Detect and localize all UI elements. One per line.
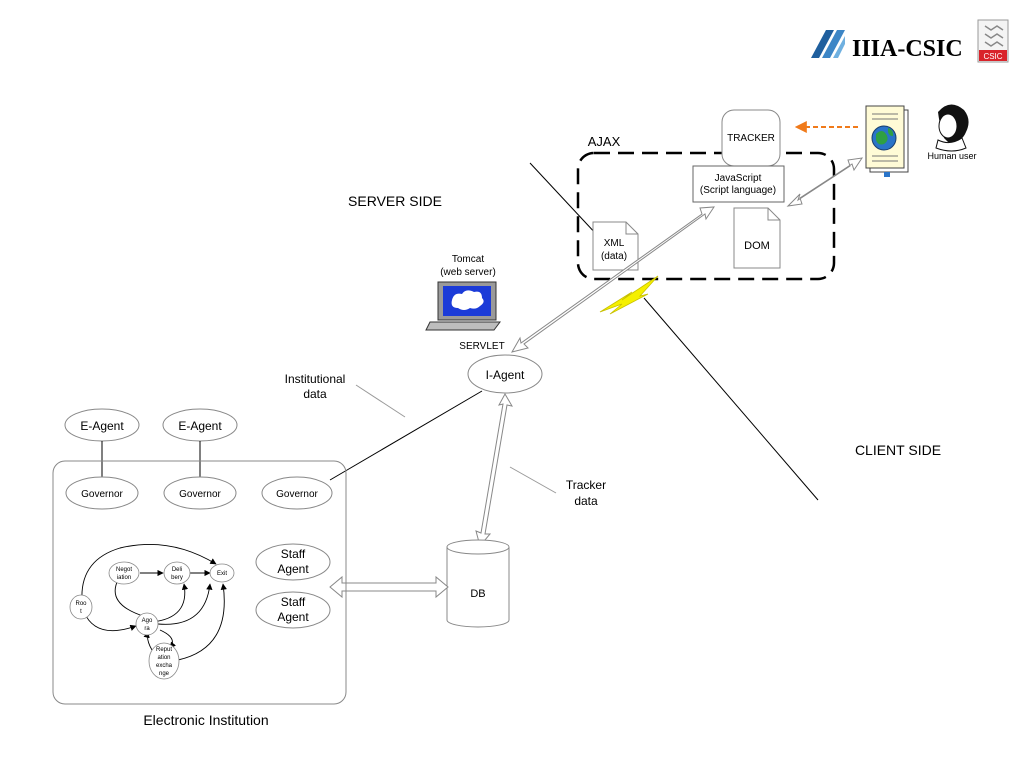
institution-db-double-arrow	[329, 575, 449, 599]
tracker-data-label: Tracker	[566, 478, 606, 492]
javascript-label: JavaScript	[715, 173, 762, 184]
scene-reputation-exchange: Reput ation excha nge	[148, 642, 180, 680]
scene-negotiation-label: Negot	[116, 567, 132, 573]
xml-label: XML	[604, 238, 625, 249]
js-iagent-double-arrow	[510, 206, 715, 353]
governor-3-label: Governor	[276, 489, 318, 500]
staff-agent-1-sublabel: Agent	[277, 562, 309, 576]
web-server-monitor-icon	[425, 281, 501, 331]
db-label: DB	[470, 588, 485, 600]
tracker-data-sublabel: data	[574, 494, 598, 508]
scene-agora-sublabel: ra	[144, 626, 150, 632]
scene-negotiation: Negot iation	[108, 561, 140, 585]
institutional-data-label: Institutional	[285, 372, 346, 386]
electronic-institution-title: Electronic Institution	[143, 712, 268, 728]
scene-exit: Exit	[209, 563, 235, 583]
iagent-label: I-Agent	[486, 368, 525, 382]
xml-document: XML (data)	[592, 221, 639, 271]
iiia-stripes-icon	[811, 30, 845, 58]
scene-delivery: Deli bery	[163, 561, 191, 585]
governor-2: Governor	[163, 476, 237, 510]
javascript-box: JavaScript (Script language)	[692, 165, 785, 203]
staff-agent-2-label: Staff	[281, 595, 306, 609]
browser-page-icon	[865, 105, 909, 177]
e-agent-1: E-Agent	[64, 408, 140, 442]
governor-1: Governor	[65, 476, 139, 510]
ajax-boundary	[576, 151, 836, 281]
servlet-label: SERVLET	[459, 341, 504, 352]
ajax-label: AJAX	[588, 134, 621, 149]
scene-root: Roo t	[69, 594, 93, 620]
scene-reputation-label-4: nge	[159, 671, 170, 677]
scene-negotiation-sublabel: iation	[117, 575, 131, 581]
iiia-csic-logo: IIIA-CSIC CSIC	[811, 19, 1009, 63]
staff-agent-1-label: Staff	[281, 547, 306, 561]
e-agent-1-label: E-Agent	[80, 419, 124, 433]
tomcat-label: Tomcat	[452, 254, 484, 265]
governor-1-label: Governor	[81, 489, 123, 500]
scene-delivery-sublabel: bery	[171, 575, 183, 581]
scene-root-sublabel: t	[80, 609, 82, 615]
staff-agent-2: Staff Agent	[255, 591, 331, 629]
scene-root-label: Roo	[75, 601, 87, 607]
scene-agora: Ago ra	[135, 612, 159, 636]
governor-2-label: Governor	[179, 489, 221, 500]
javascript-sublabel: (Script language)	[700, 185, 776, 196]
iagent-node: I-Agent	[467, 354, 543, 394]
csic-badge-icon: CSIC	[977, 19, 1009, 63]
dom-label: DOM	[744, 240, 770, 252]
tracker-data-pointer	[509, 466, 557, 494]
e-agent-2: E-Agent	[162, 408, 238, 442]
logo-text: IIIA-CSIC	[852, 36, 963, 62]
scene-reputation-label-2: ation	[157, 655, 170, 661]
tomcat-sublabel: (web server)	[440, 267, 496, 278]
xml-sublabel: (data)	[601, 251, 627, 262]
scene-exit-label: Exit	[217, 571, 227, 577]
scene-reputation-label-3: excha	[156, 663, 173, 669]
governor-3: Governor	[261, 476, 333, 510]
lightning-icon	[599, 275, 659, 315]
institutional-data-pointer	[355, 384, 406, 418]
institutional-data-sublabel: data	[303, 387, 327, 401]
staff-agent-2-sublabel: Agent	[277, 610, 309, 624]
tracker-label: TRACKER	[727, 133, 775, 144]
scene-delivery-label: Deli	[172, 567, 182, 573]
client-side-label: CLIENT SIDE	[855, 442, 941, 458]
db-cylinder: DB	[446, 539, 510, 628]
iagent-governor-link	[329, 390, 483, 481]
scene-agora-label: Ago	[142, 618, 153, 624]
csic-badge-label: CSIC	[983, 52, 1002, 61]
browser-js-double-arrow	[786, 157, 864, 207]
iagent-db-double-arrow	[475, 392, 513, 548]
staff-agent-1: Staff Agent	[255, 543, 331, 581]
server-client-divider	[529, 162, 819, 501]
tracker-box: TRACKER	[721, 109, 781, 167]
dom-document: DOM	[733, 207, 781, 269]
human-user-icon	[935, 104, 969, 152]
scene-graph-edges	[81, 543, 227, 661]
scene-reputation-label-1: Reput	[156, 647, 172, 653]
electronic-institution-boundary	[52, 460, 347, 705]
human-user-label: Human user	[927, 151, 976, 161]
server-side-label: SERVER SIDE	[348, 193, 442, 209]
e-agent-2-label: E-Agent	[178, 419, 222, 433]
